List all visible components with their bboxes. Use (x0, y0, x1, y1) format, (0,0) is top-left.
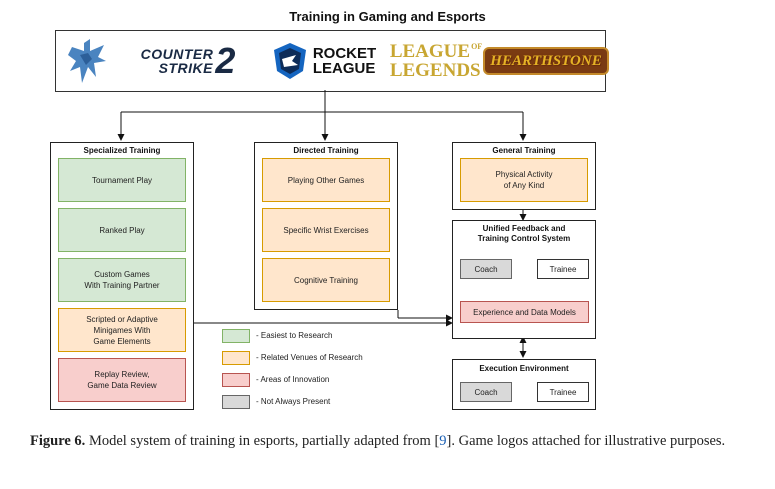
custom-games-box: Custom Games With Training Partner (58, 258, 186, 302)
lol-line1: LEAGUE (389, 41, 471, 62)
hs-text: HEARTHSTONE (490, 53, 602, 69)
execution-coach-box: Coach (460, 382, 512, 402)
playing-other-games-box: Playing Other Games (262, 158, 390, 202)
cognitive-training-box: Cognitive Training (262, 258, 390, 302)
experience-data-models-box: Experience and Data Models (460, 301, 589, 323)
unified-trainee-box: Trainee (537, 259, 589, 279)
physical-activity-box: Physical Activity of Any Kind (460, 158, 588, 202)
caption-label: Figure 6. (30, 433, 86, 449)
legend-swatch-green (222, 329, 250, 343)
legend-swatch-red (222, 373, 250, 387)
rocket-league-logo: ROCKET LEAGUE (268, 31, 378, 91)
unified-feedback-title: Unified Feedback and Training Control Sy… (477, 224, 571, 243)
rl-line2: LEAGUE (312, 60, 376, 77)
cs-number: 2 (215, 40, 236, 81)
cs-line2: STRIKE (158, 60, 213, 76)
rocket-league-emblem-icon (273, 43, 306, 79)
unified-coach-box: Coach (460, 259, 512, 279)
figure-caption: Figure 6. Model system of training in es… (30, 431, 760, 452)
lol-line2: LEGENDS (389, 60, 481, 81)
execution-environment-panel: Execution Environment Coach Trainee (452, 359, 596, 410)
caption-text-after: ]. Game logos attached for illustrative … (446, 433, 726, 449)
game-logos-banner: COUNTER STRIKE 2 ROCKET LEAGUE LEAGUE OF… (55, 30, 609, 92)
legend-label-innovation: - Areas of Innovation (256, 375, 330, 384)
execution-environment-title: Execution Environment (479, 364, 569, 373)
legend: - Easiest to Research - Related Venues o… (222, 329, 422, 413)
cs-line1: COUNTER (140, 46, 214, 62)
hearthstone-logo: HEARTHSTONE (483, 31, 609, 91)
caption-reference-link[interactable]: 9 (439, 433, 447, 449)
unified-feedback-panel: Unified Feedback and Training Control Sy… (452, 220, 596, 339)
replay-review-box: Replay Review, Game Data Review (58, 358, 186, 402)
general-training-panel: General Training Physical Activity of An… (452, 142, 596, 210)
legend-swatch-grey (222, 395, 250, 409)
wrist-exercises-box: Specific Wrist Exercises (262, 208, 390, 252)
directed-training-panel: Directed Training Playing Other Games Sp… (254, 142, 398, 310)
legend-swatch-orange (222, 351, 250, 365)
lol-of: OF (471, 42, 483, 51)
scripted-minigames-box: Scripted or Adaptive Minigames With Game… (58, 308, 186, 352)
specialized-training-title: Specialized Training (83, 146, 161, 155)
legend-label-related: - Related Venues of Research (256, 353, 363, 362)
counter-strike-emblem-icon (62, 31, 114, 91)
tournament-play-box: Tournament Play (58, 158, 186, 202)
counter-strike-2-logo: COUNTER STRIKE 2 (114, 31, 262, 91)
legend-label-not-always: - Not Always Present (256, 397, 331, 406)
general-training-title: General Training (492, 146, 556, 155)
diagram-title: Training in Gaming and Esports (289, 9, 486, 24)
ranked-play-box: Ranked Play (58, 208, 186, 252)
legend-label-easiest: - Easiest to Research (256, 331, 333, 340)
league-of-legends-logo: LEAGUE OF LEGENDS (382, 31, 490, 91)
execution-trainee-box: Trainee (537, 382, 589, 402)
directed-training-title: Directed Training (293, 146, 359, 155)
rl-line1: ROCKET (312, 45, 377, 62)
specialized-training-panel: Specialized Training Tournament Play Ran… (50, 142, 194, 410)
caption-text-before: Model system of training in esports, par… (85, 433, 440, 449)
